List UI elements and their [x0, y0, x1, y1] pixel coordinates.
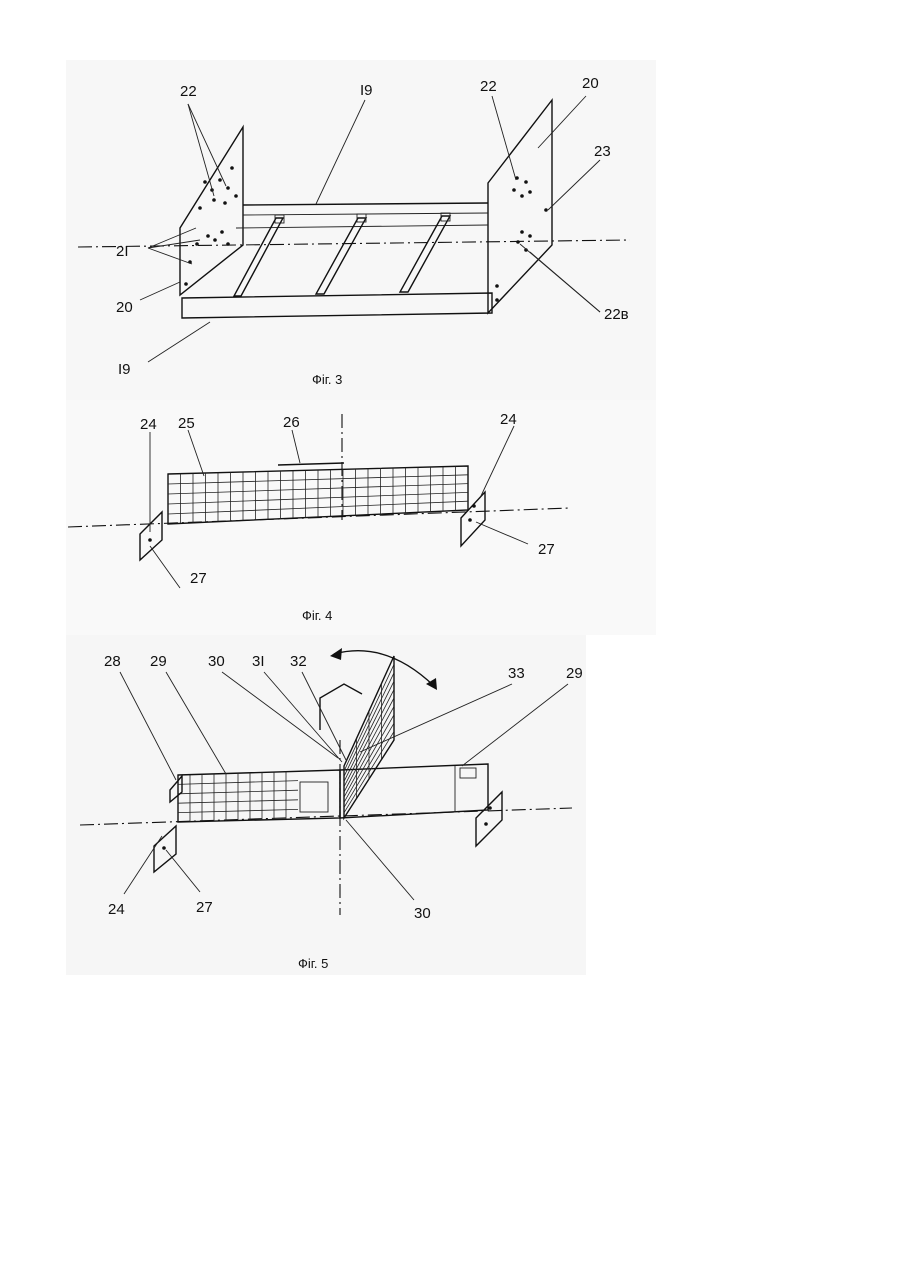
fig5-label-32: 32 [290, 653, 307, 670]
fig3-label-20-right: 20 [582, 75, 599, 92]
fig3-label-23: 23 [594, 143, 611, 160]
fig5-label-30-top: 30 [208, 653, 225, 670]
fig4-caption: Фіг. 4 [302, 608, 332, 623]
fig3-label-22-right: 22 [480, 78, 497, 95]
fig5-label-31: 3I [252, 653, 265, 670]
fig3-label-19-top: I9 [360, 82, 373, 99]
fig5-caption: Фіг. 5 [298, 956, 328, 971]
fig3-caption: Фіг. 3 [312, 372, 342, 387]
fig5-label-27: 27 [196, 899, 213, 916]
fig3-label-21: 2I [116, 243, 129, 260]
fig5-label-29-right: 29 [566, 665, 583, 682]
fig5-label-30-bottom: 30 [414, 905, 431, 922]
fig4-label-24-right: 24 [500, 411, 517, 428]
fig5-label-28: 28 [104, 653, 121, 670]
fig4-label-27-right: 27 [538, 541, 555, 558]
fig4-right-plate-hole-1 [472, 504, 476, 508]
fig5-left-plate-hole [162, 846, 166, 850]
scan-background-fig3 [66, 60, 656, 400]
fig3-label-19-bottom: I9 [118, 361, 131, 378]
fig5-right-plate-hole-2 [484, 822, 488, 826]
fig4-label-25: 25 [178, 415, 195, 432]
scan-background-fig4 [66, 400, 656, 635]
fig5-label-24: 24 [108, 901, 125, 918]
fig4-right-plate-hole-2 [468, 518, 472, 522]
fig3-label-22-left: 22 [180, 83, 197, 100]
fig4-label-24-left: 24 [140, 416, 157, 433]
fig4-left-plate-hole [148, 538, 152, 542]
fig3-label-20-left: 20 [116, 299, 133, 316]
fig5-label-29-left: 29 [150, 653, 167, 670]
fig3-label-22v: 22в [604, 306, 629, 323]
fig4-label-26: 26 [283, 414, 300, 431]
fig5-label-33: 33 [508, 665, 525, 682]
fig5-right-plate-hole-1 [488, 806, 492, 810]
fig4-label-27-left: 27 [190, 570, 207, 587]
